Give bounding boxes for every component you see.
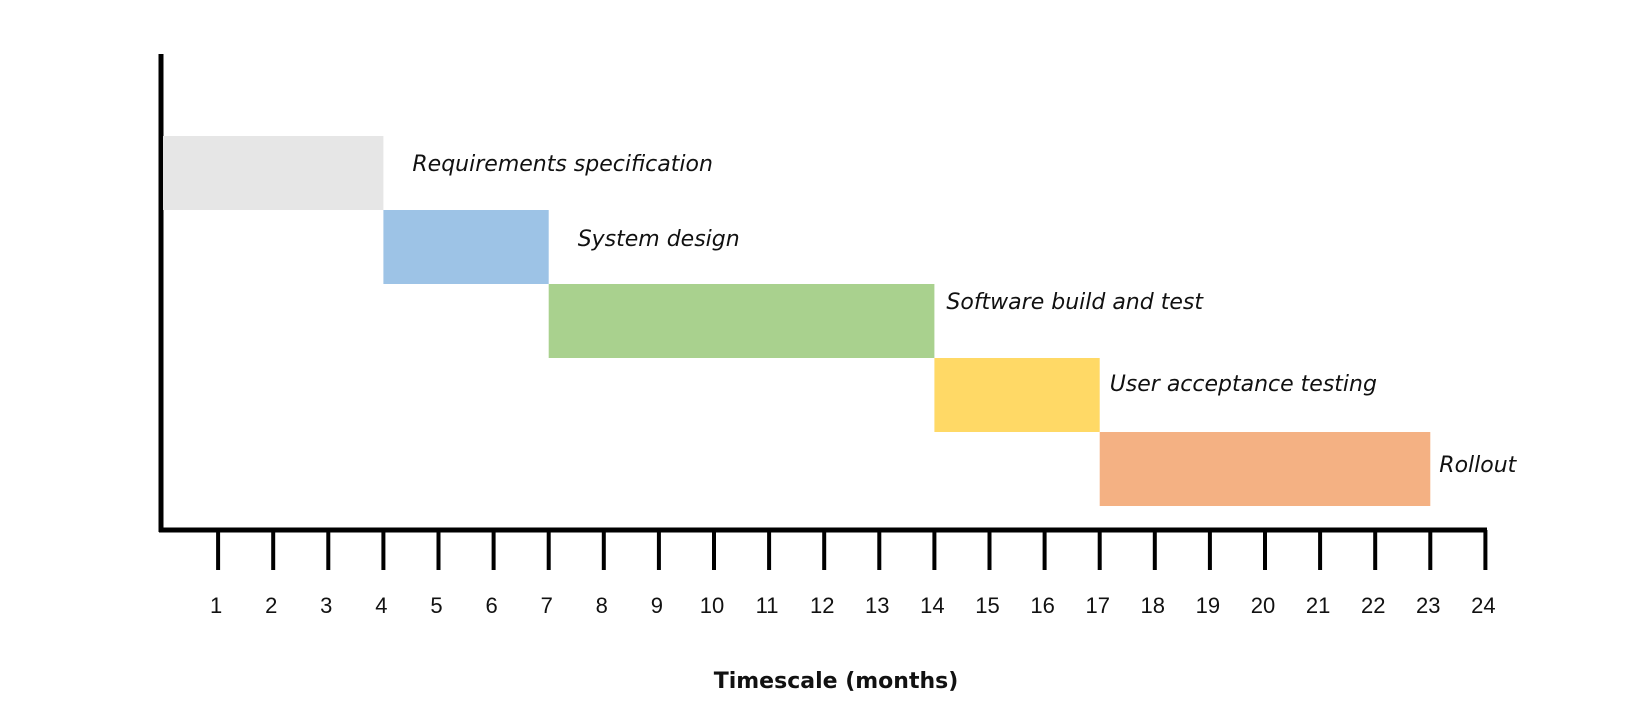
x-tick-label: 6: [485, 593, 497, 618]
task-bar-user-acceptance-testing: [934, 358, 1100, 432]
x-tick-label: 24: [1471, 593, 1495, 618]
x-tick-label: 23: [1416, 593, 1440, 618]
x-tick-label: 1: [210, 593, 222, 618]
x-tick-label: 3: [320, 593, 332, 618]
x-tick-label: 18: [1141, 593, 1165, 618]
task-bar-software-build-and-test: [548, 284, 935, 358]
task-bar-requirements-specification: [163, 136, 384, 210]
x-tick-label: 2: [265, 593, 277, 618]
task-bar-system-design: [383, 210, 549, 284]
x-tick-label: 4: [375, 593, 387, 618]
x-tick-label: 12: [810, 593, 834, 618]
task-label-requirements-specification: Requirements specification: [412, 152, 713, 177]
x-tick-label: 14: [920, 593, 944, 618]
task-bar-rollout: [1099, 432, 1431, 506]
x-tick-label: 19: [1196, 593, 1220, 618]
x-tick-label: 11: [756, 593, 779, 618]
x-axis-title: Timescale (months): [714, 669, 959, 694]
x-tick-label: 17: [1085, 593, 1109, 618]
x-tick-label: 9: [651, 593, 663, 618]
task-label-software-build-and-test: Software build and test: [946, 290, 1204, 315]
task-label-rollout: Rollout: [1439, 453, 1517, 478]
x-tick-label: 10: [700, 593, 724, 618]
task-bars: [163, 136, 1431, 506]
x-tick-label: 13: [865, 593, 889, 618]
x-tick-label: 16: [1030, 593, 1054, 618]
task-label-system-design: System design: [578, 227, 740, 252]
x-tick-label: 21: [1306, 593, 1330, 618]
x-tick-label: 20: [1251, 593, 1275, 618]
x-tick-label: 8: [596, 593, 608, 618]
x-tick-label: 22: [1361, 593, 1385, 618]
x-tick-label: 7: [541, 593, 553, 618]
x-tick-label: 15: [975, 593, 999, 618]
task-label-user-acceptance-testing: User acceptance testing: [1110, 372, 1377, 397]
x-tick-label: 5: [430, 593, 442, 618]
